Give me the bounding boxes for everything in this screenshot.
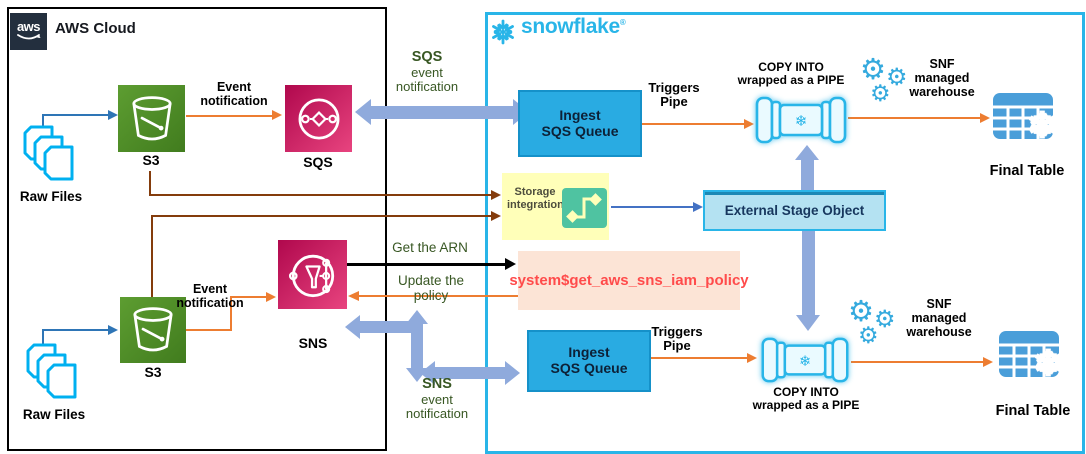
raw-files-icon-bottom xyxy=(26,343,77,399)
aws-smile-icon xyxy=(16,34,40,40)
storage-integration-label: Storage integration xyxy=(507,186,564,211)
line-s3top-storage-h xyxy=(149,194,493,196)
arrowhead xyxy=(744,119,754,129)
sns-icon xyxy=(278,240,347,309)
thick-arrow-sns-h1 xyxy=(359,321,417,333)
s3-icon-bottom xyxy=(120,297,186,363)
arrow-storage-stage xyxy=(611,206,695,208)
copy-into-label-top: COPY INTO wrapped as a PIPE xyxy=(737,60,845,88)
arrow-pipe-table-bottom xyxy=(851,361,985,363)
aws-logo-icon: aws xyxy=(10,13,47,50)
thick-arrow-sns-h2 xyxy=(434,367,506,379)
line-s3bottom-storage-h xyxy=(151,215,493,217)
arrow-ingest-pipe-top xyxy=(638,123,746,125)
svg-text:❄: ❄ xyxy=(799,354,811,370)
arrowhead xyxy=(491,190,501,200)
s3-label-bottom: S3 xyxy=(144,364,162,380)
aws-cloud-title: AWS Cloud xyxy=(55,20,136,37)
table-snowflake-glyph: ❄ xyxy=(1033,344,1063,384)
s3-label-top: S3 xyxy=(142,152,160,168)
update-policy-label: Update the policy xyxy=(397,273,465,303)
snowflake-logo-icon xyxy=(492,19,514,45)
triggers-pipe-label-bottom: Triggers Pipe xyxy=(651,324,703,354)
arrow-s3-sqs xyxy=(186,115,274,117)
arrowhead xyxy=(796,315,820,331)
line-s3bottom-storage-v xyxy=(151,215,153,298)
triggers-pipe-label-top: Triggers Pipe xyxy=(648,80,700,110)
aws-logo-text: aws xyxy=(16,19,41,34)
event-notification-label-top: Event notification xyxy=(200,80,268,108)
storage-integration-box: Storage integration xyxy=(502,173,609,240)
final-table-label-bottom: Final Table xyxy=(995,403,1071,419)
arrowhead xyxy=(266,292,276,302)
thick-arrow-sqs-ingest xyxy=(370,106,515,119)
arrowhead xyxy=(406,310,428,324)
ingest-sqs-queue-box-bottom: Ingest SQS Queue xyxy=(527,330,651,392)
gears-icon-bottom: ⚙ ⚙ ⚙ xyxy=(848,296,896,348)
thick-arrow-stage-up xyxy=(801,159,814,190)
arrow-rawfiles-s3-bottom xyxy=(42,329,110,331)
arrowhead xyxy=(491,211,501,221)
arrowhead xyxy=(693,202,703,212)
final-table-icon-top: ❄ xyxy=(992,92,1064,148)
raw-files-label-bottom: Raw Files xyxy=(22,407,86,422)
table-snowflake-glyph: ❄ xyxy=(1027,106,1057,146)
arrowhead xyxy=(505,258,516,270)
ingest-sqs-queue-box-top: Ingest SQS Queue xyxy=(518,90,642,157)
copy-into-label-bottom: COPY INTO wrapped as a PIPE xyxy=(752,385,860,413)
arrow-get-arn xyxy=(347,263,507,266)
arrowhead xyxy=(505,361,520,385)
gears-icon-top: ⚙ ⚙ ⚙ xyxy=(860,54,908,106)
arrowhead xyxy=(747,353,757,363)
arrowhead xyxy=(980,113,990,123)
arrowhead xyxy=(348,291,359,301)
thick-arrow-sns-v xyxy=(411,323,423,369)
arrowhead xyxy=(983,357,993,367)
arrowhead xyxy=(108,110,118,120)
arrow-rawfiles-s3-bottom-v xyxy=(42,329,44,354)
snf-warehouse-label-top: SNF managed warehouse xyxy=(909,57,975,99)
thick-arrow-stage-down xyxy=(802,229,815,316)
final-table-icon-bottom: ❄ xyxy=(998,330,1070,386)
get-arn-label: Get the ARN xyxy=(392,240,468,255)
external-stage-box: External Stage Object xyxy=(703,190,886,231)
pipe-icon-top: ❄ xyxy=(755,96,847,144)
sqs-label: SQS xyxy=(303,154,333,170)
arrow-rawfiles-s3-top xyxy=(42,114,110,116)
sns-event-notification-label: SNS event notification xyxy=(405,376,469,422)
arrowhead xyxy=(355,99,371,125)
line-s3top-storage-v xyxy=(149,171,151,196)
arrow-s3-sns-h2 xyxy=(230,296,268,298)
arrow-s3-sns-v xyxy=(230,297,232,331)
arrowhead xyxy=(272,110,282,120)
s3-icon-top xyxy=(118,85,185,152)
svg-text:❄: ❄ xyxy=(795,113,808,130)
pipe-icon-bottom: ❄ xyxy=(761,337,849,383)
arrow-s3-sns-h1 xyxy=(186,329,232,331)
snowflake-logo-wordmark: snowflake® xyxy=(521,15,626,38)
arrow-pipe-table-top xyxy=(848,117,982,119)
arrowhead xyxy=(420,361,435,385)
system-function-box: system$get_aws_sns_iam_policy xyxy=(509,251,749,310)
arrowhead xyxy=(345,315,360,339)
sqs-icon xyxy=(285,85,352,152)
arrowhead xyxy=(108,325,118,335)
snf-warehouse-label-bottom: SNF managed warehouse xyxy=(906,297,972,339)
sqs-event-notification-label: SQS event notification xyxy=(395,49,459,95)
sns-label: SNS xyxy=(298,335,328,351)
arrow-update-policy xyxy=(359,295,518,297)
arrowhead xyxy=(795,145,819,160)
storage-integration-icon xyxy=(562,188,607,228)
raw-files-icon-top xyxy=(23,125,74,181)
final-table-label-top: Final Table xyxy=(989,163,1065,179)
event-notification-label-bottom: Event notification xyxy=(176,282,244,310)
arrow-ingest-pipe-bottom xyxy=(647,357,749,359)
raw-files-label-top: Raw Files xyxy=(19,189,83,204)
